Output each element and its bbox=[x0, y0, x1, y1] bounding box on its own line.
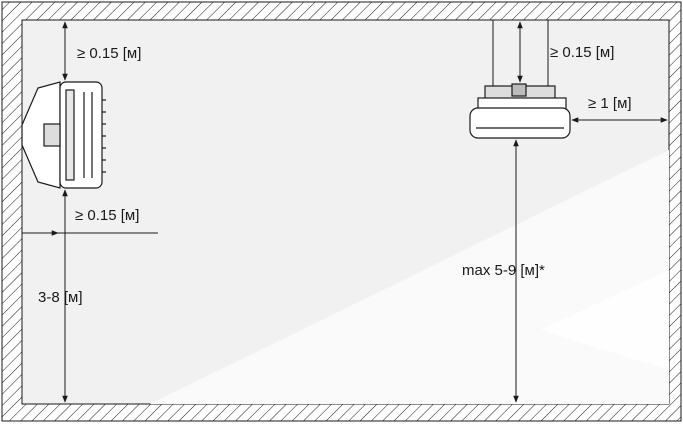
label-left-mount-height: 3-8 [м] bbox=[38, 289, 83, 306]
label-top-left-clearance: ≥ 0.15 [м] bbox=[77, 45, 141, 62]
label-right-wall-clearance: ≥ 1 [м] bbox=[588, 95, 632, 112]
wall-unit-icon bbox=[21, 81, 106, 189]
label-top-right-clearance: ≥ 0.15 [м] bbox=[550, 44, 614, 61]
label-ceiling-mount-height: max 5-9 [м]* bbox=[462, 262, 545, 279]
ceiling-unit-icon bbox=[469, 20, 571, 139]
dimension-lines bbox=[22, 21, 668, 403]
label-side-wall-clearance: ≥ 0.15 [м] bbox=[75, 207, 139, 224]
